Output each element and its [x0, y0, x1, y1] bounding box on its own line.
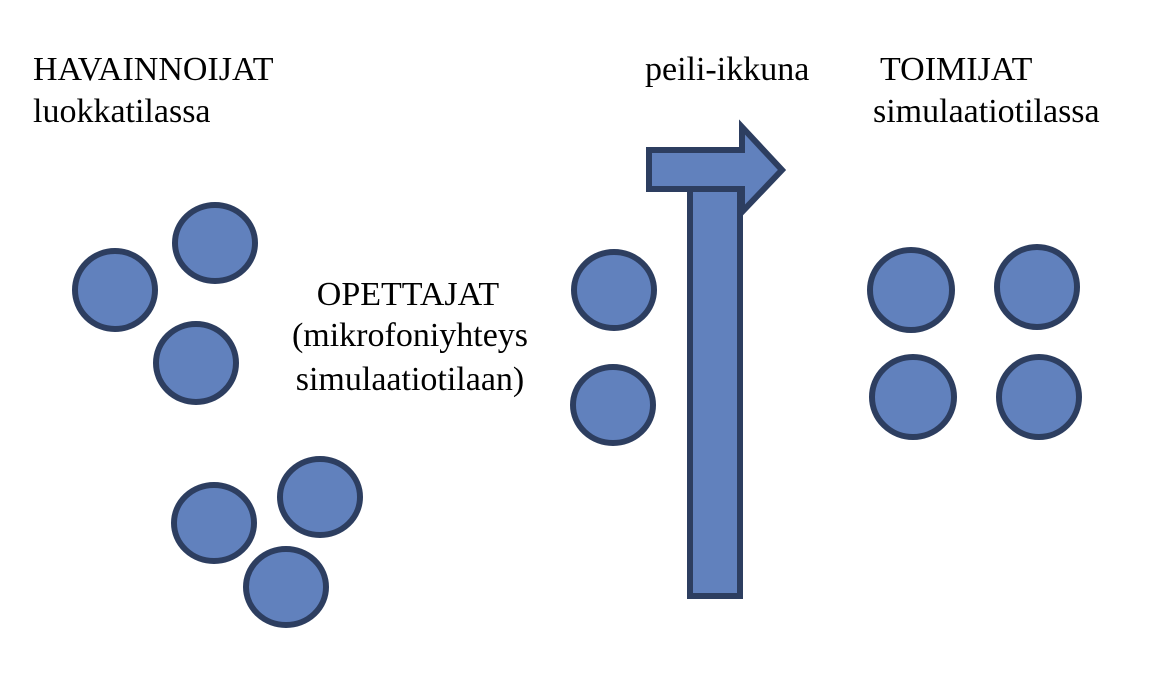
- observer-node: [243, 546, 329, 628]
- teachers-title: OPETTAJAT: [317, 276, 500, 313]
- actors-title: TOIMIJAT: [880, 51, 1033, 88]
- actors-group: [867, 244, 1082, 440]
- observer-node: [171, 482, 257, 564]
- observer-node: [277, 456, 363, 538]
- teacher-node: [570, 364, 656, 446]
- teacher-node: [571, 249, 657, 331]
- observer-node: [153, 321, 239, 405]
- actors-subtitle: simulaatiotilassa: [873, 93, 1100, 130]
- right-arrow-icon: [646, 119, 787, 220]
- actor-node: [994, 244, 1080, 330]
- actor-node: [867, 247, 955, 333]
- mirror-window-label: peili-ikkuna: [645, 51, 809, 88]
- mirror-window-bar: [687, 185, 743, 599]
- teachers-group: [570, 249, 657, 446]
- observer-node: [72, 248, 158, 332]
- actor-node: [996, 354, 1082, 440]
- teachers-line-3: simulaatiotilaan): [296, 361, 525, 398]
- observers-group: [72, 202, 363, 628]
- observers-subtitle: luokkatilassa: [33, 93, 211, 130]
- observer-node: [172, 202, 258, 284]
- observers-title: HAVAINNOIJAT: [33, 51, 274, 88]
- teachers-line-2: (mikrofoniyhteys: [292, 317, 528, 354]
- actor-node: [869, 354, 957, 440]
